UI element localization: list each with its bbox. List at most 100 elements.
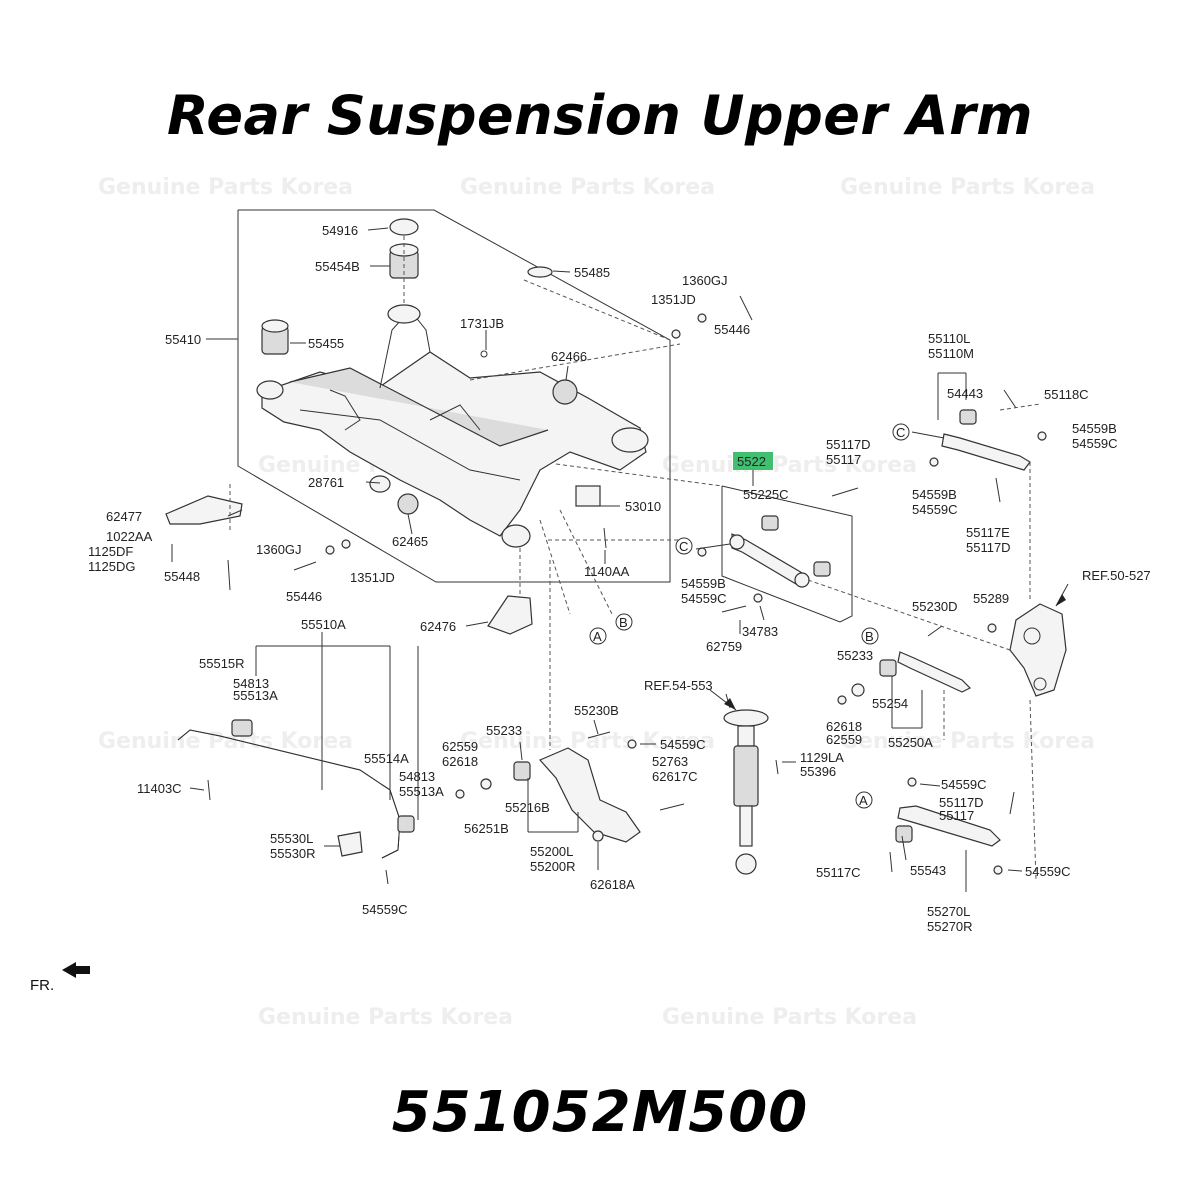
label-55225C: 55225C	[743, 487, 789, 502]
label-1360GJ: 1360GJ	[682, 273, 728, 288]
label-55446: 55446	[714, 322, 750, 337]
label-55118C: 55118C	[1044, 387, 1089, 402]
label-62559: 62559	[442, 739, 478, 754]
label-55221-highlighted: 5522	[737, 454, 766, 469]
label-1360GJ: 1360GJ	[256, 542, 302, 557]
front-arrow-icon	[62, 962, 90, 978]
stabilizer-bushing	[397, 815, 415, 833]
label-53010: 53010	[625, 499, 661, 514]
label-55530R: 55530R	[270, 846, 316, 861]
callout-C: C	[896, 425, 905, 440]
upper-arm-group-boundary	[721, 485, 853, 623]
label-55117D: 55117D	[939, 795, 984, 810]
label-55454B: 55454B	[315, 259, 360, 274]
label-55230B: 55230B	[574, 703, 619, 718]
label-62477: 62477	[106, 509, 142, 524]
label-55270R: 55270R	[927, 919, 973, 934]
lower-link-55250A	[897, 651, 972, 693]
label-54559B: 54559B	[1072, 421, 1117, 436]
callout-C: C	[679, 539, 688, 554]
label-55289: 55289	[973, 591, 1009, 606]
label-56251B: 56251B	[464, 821, 509, 836]
callout-A: A	[593, 629, 602, 644]
label-55270L: 55270L	[927, 904, 970, 919]
label-54559B: 54559B	[681, 576, 726, 591]
label-1731JB: 1731JB	[460, 316, 504, 331]
label-54813: 54813	[233, 676, 269, 691]
callout-B: B	[619, 615, 628, 630]
label-55396: 55396	[800, 764, 836, 779]
label-55410: 55410	[165, 332, 201, 347]
label-REF-50-527: REF.50-527	[1082, 568, 1151, 583]
callout-circles: C C A B B A	[589, 423, 910, 809]
label-54813: 54813	[399, 769, 435, 784]
label-55455: 55455	[308, 336, 344, 351]
label-55233: 55233	[486, 723, 522, 738]
label-55485: 55485	[574, 265, 610, 280]
watermark-text: Genuine Parts Korea	[662, 1005, 917, 1030]
stabilizer-link	[337, 831, 363, 857]
label-55200L: 55200L	[530, 844, 573, 859]
label-54559B: 54559B	[912, 487, 957, 502]
label-55216B: 55216B	[505, 800, 550, 815]
upper-arm-55110	[941, 433, 1031, 471]
ref-arrow	[1056, 594, 1066, 606]
label-55514A: 55514A	[364, 751, 409, 766]
label-54559C: 54559C	[660, 737, 706, 752]
front-direction-marker: FR.	[30, 962, 90, 994]
label-55117D: 55117D	[826, 437, 871, 452]
label-55117E: 55117E	[966, 525, 1010, 540]
label-1140AA: 1140AA	[584, 564, 630, 579]
label-55513A: 55513A	[233, 688, 278, 703]
label-55117D: 55117D	[966, 540, 1011, 555]
label-54559C: 54559C	[362, 902, 408, 917]
label-55230D: 55230D	[912, 599, 958, 614]
leader-lines	[189, 227, 1069, 892]
watermark-text: Genuine Parts Korea	[840, 729, 1095, 754]
label-62618: 62618	[442, 754, 478, 769]
callout-B: B	[865, 629, 874, 644]
bracket-62477	[165, 495, 243, 525]
label-11403C: 11403C	[137, 781, 182, 796]
label-55233: 55233	[837, 648, 873, 663]
lower-arm-55270	[897, 805, 1001, 847]
label-55513A: 55513A	[399, 784, 444, 799]
label-55110M: 55110M	[928, 346, 974, 361]
watermark-text: Genuine Parts Korea	[460, 175, 715, 200]
part-labels: 54916 55454B 55485 1360GJ 1351JD 55446 5…	[88, 223, 1151, 934]
callout-A: A	[859, 793, 868, 808]
watermark-text: Genuine Parts Korea	[662, 453, 917, 478]
label-55117: 55117	[939, 808, 974, 823]
label-54916: 54916	[322, 223, 358, 238]
label-55510A: 55510A	[301, 617, 346, 632]
label-1351JD: 1351JD	[350, 570, 395, 585]
page-title: Rear Suspension Upper Arm	[167, 84, 1033, 147]
watermark-text: Genuine Parts Korea	[258, 1005, 513, 1030]
label-1351JD: 1351JD	[651, 292, 696, 307]
label-62617C: 62617C	[652, 769, 698, 784]
label-55117C: 55117C	[816, 865, 861, 880]
label-28761: 28761	[308, 475, 344, 490]
label-54559C: 54559C	[912, 502, 958, 517]
shock-absorber	[723, 709, 769, 875]
label-REF-54-553: REF.54-553	[644, 678, 713, 693]
label-55110L: 55110L	[928, 331, 970, 346]
label-55254: 55254	[872, 696, 908, 711]
ref-arrow	[724, 698, 736, 710]
label-54559C: 54559C	[1072, 436, 1118, 451]
label-62559: 62559	[826, 732, 862, 747]
watermark-text: Genuine Parts Korea	[840, 175, 1095, 200]
label-55117: 55117	[826, 452, 861, 467]
watermark-text: Genuine Parts Korea	[98, 729, 353, 754]
label-55200R: 55200R	[530, 859, 576, 874]
label-54559C: 54559C	[941, 777, 987, 792]
label-55515R: 55515R	[199, 656, 245, 671]
label-55448: 55448	[164, 569, 200, 584]
rear-knuckle	[1009, 603, 1067, 697]
part-number: 551052M500	[391, 1080, 809, 1145]
subframe-group-boundary	[237, 209, 671, 583]
label-55446: 55446	[286, 589, 322, 604]
watermark-text: Genuine Parts Korea	[460, 729, 715, 754]
label-54559C: 54559C	[681, 591, 727, 606]
label-55543: 55543	[910, 863, 946, 878]
